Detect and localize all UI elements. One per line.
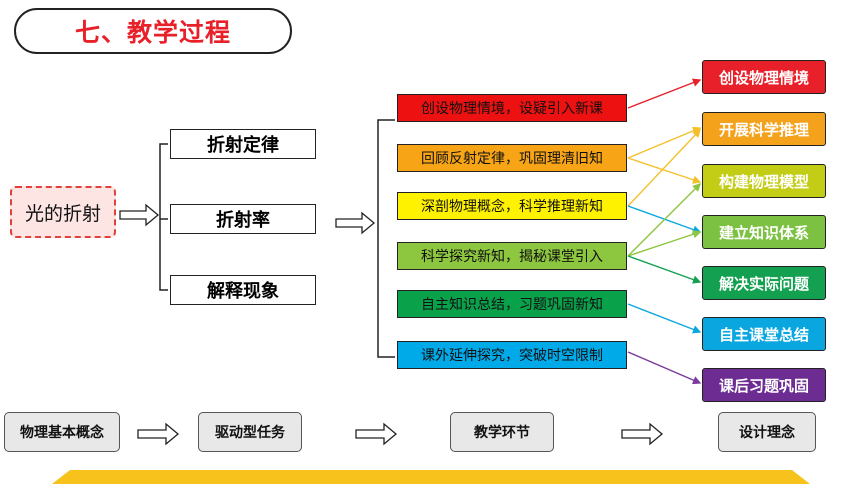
goal-3: 构建物理模型 [702, 164, 826, 198]
link-3a [627, 128, 701, 207]
task-6: 课外延伸探究，突破时空限制 [397, 341, 627, 369]
footer-design-concept: 设计理念 [718, 412, 816, 452]
arrow-concepts-tasks [335, 211, 376, 235]
footer-driving-tasks: 驱动型任务 [198, 412, 302, 452]
task-1: 创设物理情境，设疑引入新课 [397, 94, 627, 122]
link-6 [627, 351, 702, 385]
arrow-foot-2 [355, 422, 398, 446]
concept-explain-phenomena: 解释现象 [170, 275, 316, 305]
link-1 [627, 78, 702, 109]
link-4b [627, 230, 702, 257]
link-2b [627, 157, 702, 184]
goal-6: 自主课堂总结 [702, 317, 826, 351]
task-bracket [377, 119, 395, 358]
concept-refraction-law: 折射定律 [170, 129, 316, 159]
link-3b [627, 205, 702, 234]
footer-basic-concepts: 物理基本概念 [4, 412, 120, 452]
task-3: 深剖物理概念，科学推理新知 [397, 192, 627, 220]
link-4a [627, 183, 701, 257]
goal-1: 创设物理情境 [702, 60, 826, 94]
bottom-banner [52, 470, 810, 484]
task-2: 回顾反射定律，巩固理清旧知 [397, 144, 627, 172]
task-5: 自主知识总结，习题巩固新知 [397, 290, 627, 318]
goal-7: 课后习题巩固 [702, 368, 826, 402]
link-5 [627, 303, 702, 334]
arrow-foot-3 [621, 422, 664, 446]
arrow-foot-1 [137, 422, 180, 446]
task-4: 科学探究新知，揭秘课堂引入 [397, 242, 627, 270]
page-title: 七、教学过程 [14, 8, 292, 54]
goal-4: 建立知识体系 [702, 215, 826, 249]
concept-bracket [159, 143, 168, 291]
goal-5: 解决实际问题 [702, 266, 826, 300]
footer-teaching-stages: 教学环节 [450, 412, 554, 452]
concept-refractive-index: 折射率 [170, 204, 316, 234]
link-4c [627, 255, 702, 284]
arrow-topic-concepts [119, 203, 160, 227]
goal-2: 开展科学推理 [702, 112, 826, 146]
topic-box: 光的折射 [10, 186, 116, 238]
link-2a [627, 126, 702, 159]
